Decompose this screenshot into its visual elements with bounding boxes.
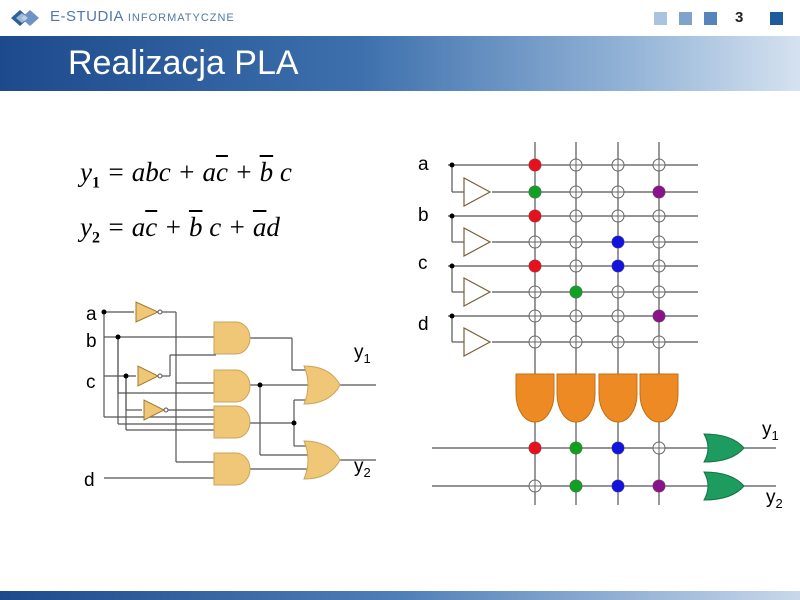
purple-connection-dot xyxy=(653,310,665,322)
left-input-c: c xyxy=(86,372,96,393)
red-connection-dot xyxy=(529,210,541,222)
pla-and-gate-1 xyxy=(515,373,555,423)
blue-connection-dot xyxy=(612,236,624,248)
brand-name: E-STUDIA INFORMATYCZNE xyxy=(50,8,235,25)
pla-inverter-a xyxy=(463,176,492,208)
equation-y2: y2 = ac + b c + ad xyxy=(80,212,280,247)
purple-output-dot xyxy=(653,480,665,492)
slide-title: Realizacja PLA xyxy=(68,44,299,82)
or-gate-y2 xyxy=(303,440,341,480)
pla-output-y1: y1 xyxy=(762,419,779,443)
left-output-y2: y2 xyxy=(354,456,371,480)
left-input-b: b xyxy=(86,331,97,352)
and-gate-4 xyxy=(213,452,251,486)
pla-and-gate-4 xyxy=(639,373,679,423)
footer-bar xyxy=(0,591,800,600)
green-connection-dot xyxy=(570,286,582,298)
or-gate-y1 xyxy=(303,365,341,405)
nav-square-4 xyxy=(770,12,783,25)
left-output-y1: y1 xyxy=(354,342,371,366)
purple-connection-dot xyxy=(653,186,665,198)
pla-or-gate-y2 xyxy=(703,471,745,501)
pla-input-d: d xyxy=(418,314,429,335)
blue-connection-dot xyxy=(612,260,624,272)
pla-input-b: b xyxy=(418,205,429,226)
pla-output-y2: y2 xyxy=(766,487,783,511)
pla-inverter-b xyxy=(463,226,492,258)
e-studia-logo-icon xyxy=(11,10,39,26)
left-input-a: a xyxy=(86,304,97,325)
inverter-c xyxy=(143,399,166,421)
pla-input-c: c xyxy=(418,253,428,274)
page-number: 3 xyxy=(735,9,744,26)
inverter-a xyxy=(135,301,160,323)
inverter-b xyxy=(137,365,160,387)
red-output-dot xyxy=(529,442,541,454)
and-gate-2 xyxy=(213,369,251,403)
title-bar xyxy=(0,36,800,91)
green-output-dot xyxy=(570,442,582,454)
pla-inverter-c xyxy=(463,276,492,308)
pla-and-gate-2 xyxy=(556,373,596,423)
blue-output-dot xyxy=(612,480,624,492)
pla-inverter-d xyxy=(463,326,492,358)
header-bar: E-STUDIA INFORMATYCZNE 3 xyxy=(0,0,800,36)
and-gate-3 xyxy=(213,405,251,439)
red-connection-dot xyxy=(529,260,541,272)
nav-square-2 xyxy=(679,12,692,25)
nav-square-3 xyxy=(704,12,717,25)
left-input-d: d xyxy=(84,470,95,491)
pla-and-gate-3 xyxy=(598,373,638,423)
pla-input-a: a xyxy=(418,154,429,175)
red-connection-dot xyxy=(529,159,541,171)
and-gate-1 xyxy=(213,321,251,355)
green-connection-dot xyxy=(529,186,541,198)
nav-square-1 xyxy=(654,12,667,25)
green-output-dot xyxy=(570,480,582,492)
equation-y1: y1 = abc + ac + b c xyxy=(80,157,292,192)
blue-output-dot xyxy=(612,442,624,454)
equations: y1 = abc + ac + b c y2 = ac + b c + ad xyxy=(80,150,292,261)
pla-or-gate-y1 xyxy=(703,433,745,463)
